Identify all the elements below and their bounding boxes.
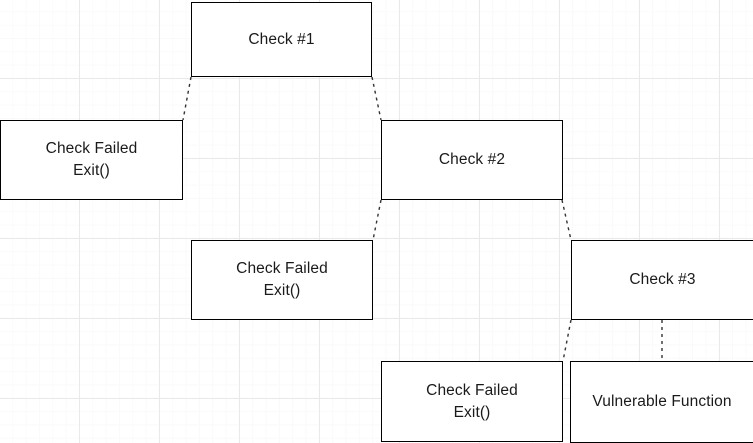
- edge-check2-to-check3[interactable]: [561, 199, 572, 241]
- node-check3-label: Check #3: [629, 271, 696, 288]
- node-check-failed-2[interactable]: Check Failed Exit(): [191, 240, 373, 320]
- edge-check3-to-fail3[interactable]: [562, 319, 572, 362]
- node-check-failed-3-label: Check Failed Exit(): [426, 381, 518, 421]
- node-vulnerable-function[interactable]: Vulnerable Function: [570, 361, 753, 443]
- node-check-failed-1[interactable]: Check Failed Exit(): [0, 120, 183, 200]
- edge-check1-to-check2[interactable]: [371, 76, 382, 121]
- node-check2[interactable]: Check #2: [381, 120, 563, 200]
- edge-check2-to-fail2[interactable]: [372, 199, 382, 241]
- node-check-failed-2-label: Check Failed Exit(): [236, 260, 328, 299]
- node-check3[interactable]: Check #3: [571, 240, 753, 320]
- node-check2-label: Check #2: [438, 151, 506, 168]
- edge-check1-to-fail1[interactable]: [182, 76, 192, 121]
- node-check-failed-1-label: Check Failed Exit(): [45, 140, 138, 179]
- node-check-failed-3[interactable]: Check Failed Exit(): [381, 361, 563, 442]
- node-check1[interactable]: Check #1: [191, 2, 372, 77]
- node-vulnerable-function-label: Vulnerable Function: [592, 393, 732, 410]
- node-check1-label: Check #1: [248, 30, 315, 48]
